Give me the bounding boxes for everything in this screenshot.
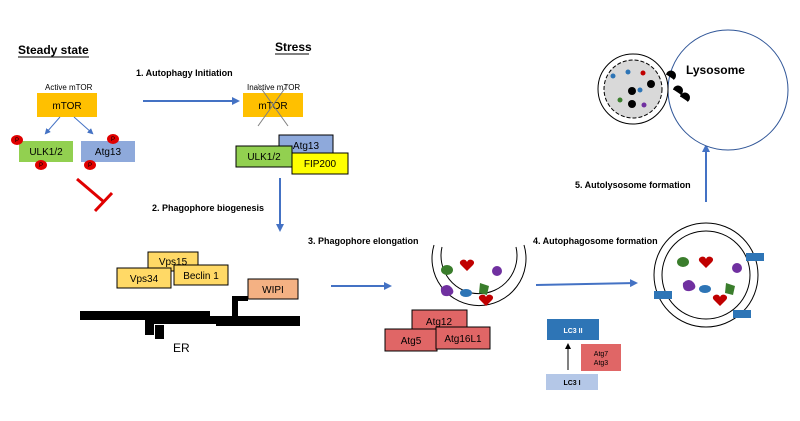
step-5-label: 5. Autolysosome formation (575, 180, 691, 190)
inactive-mtor-label: Inactive mTOR (247, 83, 300, 92)
autophagosome-outer (653, 222, 759, 328)
phagophore-outer (431, 244, 527, 306)
vps34-text: Vps34 (130, 274, 159, 285)
wipi-text: WIPI (262, 285, 284, 296)
phospho-dot (11, 135, 23, 145)
mtor-to-atg13-arrow (73, 116, 94, 135)
lc3i-box (546, 374, 598, 390)
atg13-box-steady (81, 141, 135, 162)
atg7-text: Atg7 (594, 351, 609, 358)
lc3i-text: LC3 I (563, 380, 580, 387)
ulk-steady-text: ULK1/2 (29, 147, 63, 158)
phagophore-cargo (440, 259, 502, 306)
beclin-text: Beclin 1 (183, 271, 219, 282)
er-label: ER (173, 341, 190, 355)
mtor-inactive-text: mTOR (258, 101, 287, 112)
phospho-dot (35, 160, 47, 170)
atg12-text: Atg12 (426, 317, 453, 328)
atg7-atg3-box (581, 344, 621, 371)
steady-state-header: Steady state (18, 43, 89, 57)
phagophore-inner (440, 246, 518, 295)
phospho-group-ulk: P P (11, 135, 47, 170)
er-membrane (80, 296, 300, 339)
autophagosome-inner (661, 230, 751, 320)
lysosome-contents (610, 69, 690, 108)
atg3-text: Atg3 (594, 360, 609, 367)
inhibition-mark (76, 177, 114, 213)
mtor-active-text: mTOR (52, 101, 81, 112)
lysosome-label: Lysosome (686, 63, 745, 77)
atg13-stress-text: Atg13 (293, 141, 320, 152)
autophagosome-arrow (535, 279, 638, 288)
phospho-label: P (15, 138, 19, 144)
stress-header: Stress (275, 40, 312, 54)
phospho-label: P (39, 163, 43, 169)
atg13-steady-text: Atg13 (95, 147, 122, 158)
atg16-box (435, 326, 491, 350)
beclin-box (173, 264, 229, 286)
fip200-box (291, 152, 349, 175)
mtor-to-ulk-arrow (44, 116, 61, 135)
fip200-text: FIP200 (304, 159, 337, 170)
atg5-text: Atg5 (401, 336, 422, 347)
lysosome-membrane (667, 29, 789, 151)
vps34-box (116, 267, 172, 289)
lc3-membrane-markers (654, 253, 764, 318)
inactive-cross (257, 83, 289, 127)
step-4-label: 4. Autophagosome formation (533, 236, 658, 246)
lc3ii-text: LC3 II (563, 328, 582, 335)
phospho-dot (84, 160, 96, 170)
step-2-label: 2. Phagophore biogenesis (152, 203, 264, 213)
phospho-dot (107, 134, 119, 144)
step-1-label: 1. Autophagy Initiation (136, 68, 233, 78)
active-mtor-label: Active mTOR (45, 83, 93, 92)
phospho-group-atg13: P P (84, 134, 119, 170)
step-3-label: 3. Phagophore elongation (308, 236, 419, 246)
vps15-text: Vps15 (159, 257, 188, 268)
atg16-text: Atg16L1 (444, 334, 482, 345)
wipi-box (247, 278, 299, 300)
lc3ii-box (547, 319, 599, 340)
ulk-stress-text: ULK1/2 (247, 152, 281, 163)
phospho-label: P (88, 163, 92, 169)
ulk-box-steady (19, 141, 73, 162)
mtor-box-active (37, 93, 97, 117)
phospho-label: P (111, 137, 115, 143)
autophagosome-cargo (677, 256, 742, 306)
